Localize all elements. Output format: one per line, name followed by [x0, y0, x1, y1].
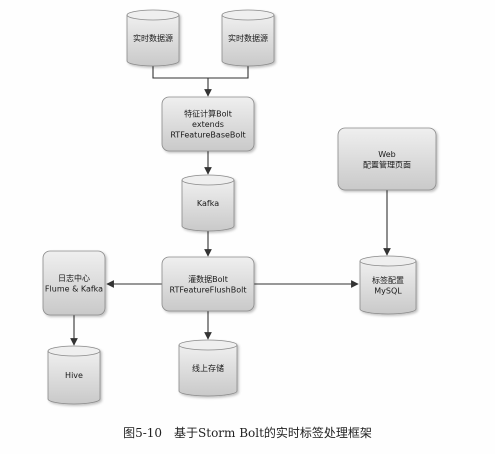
source1-label-line: 实时数据源	[133, 33, 173, 43]
source1-cylinder-top	[126, 9, 180, 21]
kafka-node	[181, 174, 235, 232]
kafka-cylinder-body	[181, 180, 235, 232]
kafka-label-line: Kafka	[197, 199, 219, 208]
tagconfig-label-line: MySQL	[374, 286, 402, 295]
tagconfig-cylinder-body	[359, 261, 417, 315]
web-box	[337, 127, 437, 191]
caption-number: 图5-10	[123, 426, 163, 440]
feature-box	[161, 96, 255, 152]
hive-cylinder-body	[47, 351, 101, 405]
source1-node	[126, 9, 180, 67]
source2-cylinder-body	[221, 15, 275, 67]
source1-cylinder-body	[126, 15, 180, 67]
feature-label-line: RTFeatureBaseBolt	[170, 131, 245, 140]
feature-label-line: extends	[192, 120, 224, 129]
hive-node	[47, 345, 101, 405]
web-label-line: Web	[378, 150, 395, 159]
online-cylinder-body	[178, 345, 238, 397]
web-label-line: 配置管理页面	[363, 159, 411, 169]
flush-node	[161, 256, 255, 312]
log-box	[42, 250, 106, 316]
log-label-line: 日志中心	[58, 273, 90, 283]
feature-label-line: 特征计算Bolt	[184, 109, 232, 119]
flush-box	[161, 256, 255, 312]
kafka-cylinder-top	[181, 174, 235, 186]
tagconfig-label-line: 标签配置	[372, 275, 404, 285]
flow-diagram: 实时数据源 实时数据源特征计算BoltextendsRTFeatureBaseBo…	[42, 9, 437, 405]
feature-node	[161, 96, 255, 152]
online-node	[178, 339, 238, 397]
online-label-line: 线上存储	[192, 363, 224, 373]
online-cylinder-top	[178, 339, 238, 351]
source2-cylinder-top	[221, 9, 275, 21]
tagconfig-cylinder-top	[359, 255, 417, 267]
flush-label-line: 灌数据Bolt	[188, 274, 228, 284]
web-node	[337, 127, 437, 191]
source2-label-line: 实时数据源	[228, 33, 268, 43]
flush-label-line: RTFeatureFlushBolt	[170, 285, 247, 294]
figure-caption: 图5-10 基于Storm Bolt的实时标签处理框架	[0, 424, 495, 441]
log-label-line: Flume & Kafka	[45, 284, 103, 293]
hive-cylinder-top	[47, 345, 101, 357]
tagconfig-node	[359, 255, 417, 315]
hive-label-line: Hive	[65, 371, 83, 380]
source2-node	[221, 9, 275, 67]
caption-text: 基于Storm Bolt的实时标签处理框架	[174, 426, 372, 440]
log-node	[42, 250, 106, 316]
sources-merge-line	[152, 66, 249, 79]
